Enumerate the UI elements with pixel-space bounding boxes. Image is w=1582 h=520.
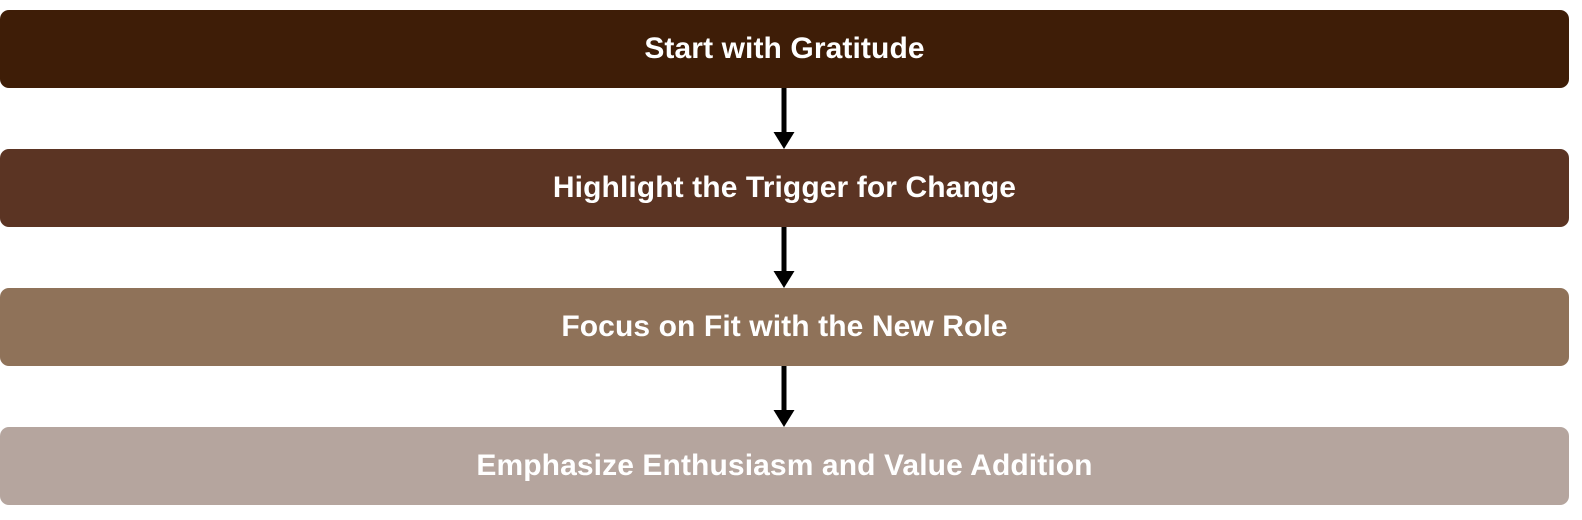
flowchart-arrow-step-2-to-step-3 — [772, 227, 796, 289]
flowchart-node-label: Focus on Fit with the New Role — [561, 310, 1008, 343]
flowchart-node-step-2[interactable]: Highlight the Trigger for Change — [0, 149, 1569, 227]
flowchart-node-label: Start with Gratitude — [644, 32, 925, 65]
flowchart-node-step-3[interactable]: Focus on Fit with the New Role — [0, 288, 1569, 366]
flowchart-arrow-step-3-to-step-4 — [772, 366, 796, 428]
flowchart-node-step-4[interactable]: Emphasize Enthusiasm and Value Addition — [0, 427, 1569, 505]
flowchart-node-label: Highlight the Trigger for Change — [552, 171, 1017, 204]
flowchart-node-step-1[interactable]: Start with Gratitude — [0, 10, 1569, 88]
flowchart-node-label: Emphasize Enthusiasm and Value Addition — [476, 449, 1093, 482]
flowchart-arrow-step-1-to-step-2 — [772, 88, 796, 150]
